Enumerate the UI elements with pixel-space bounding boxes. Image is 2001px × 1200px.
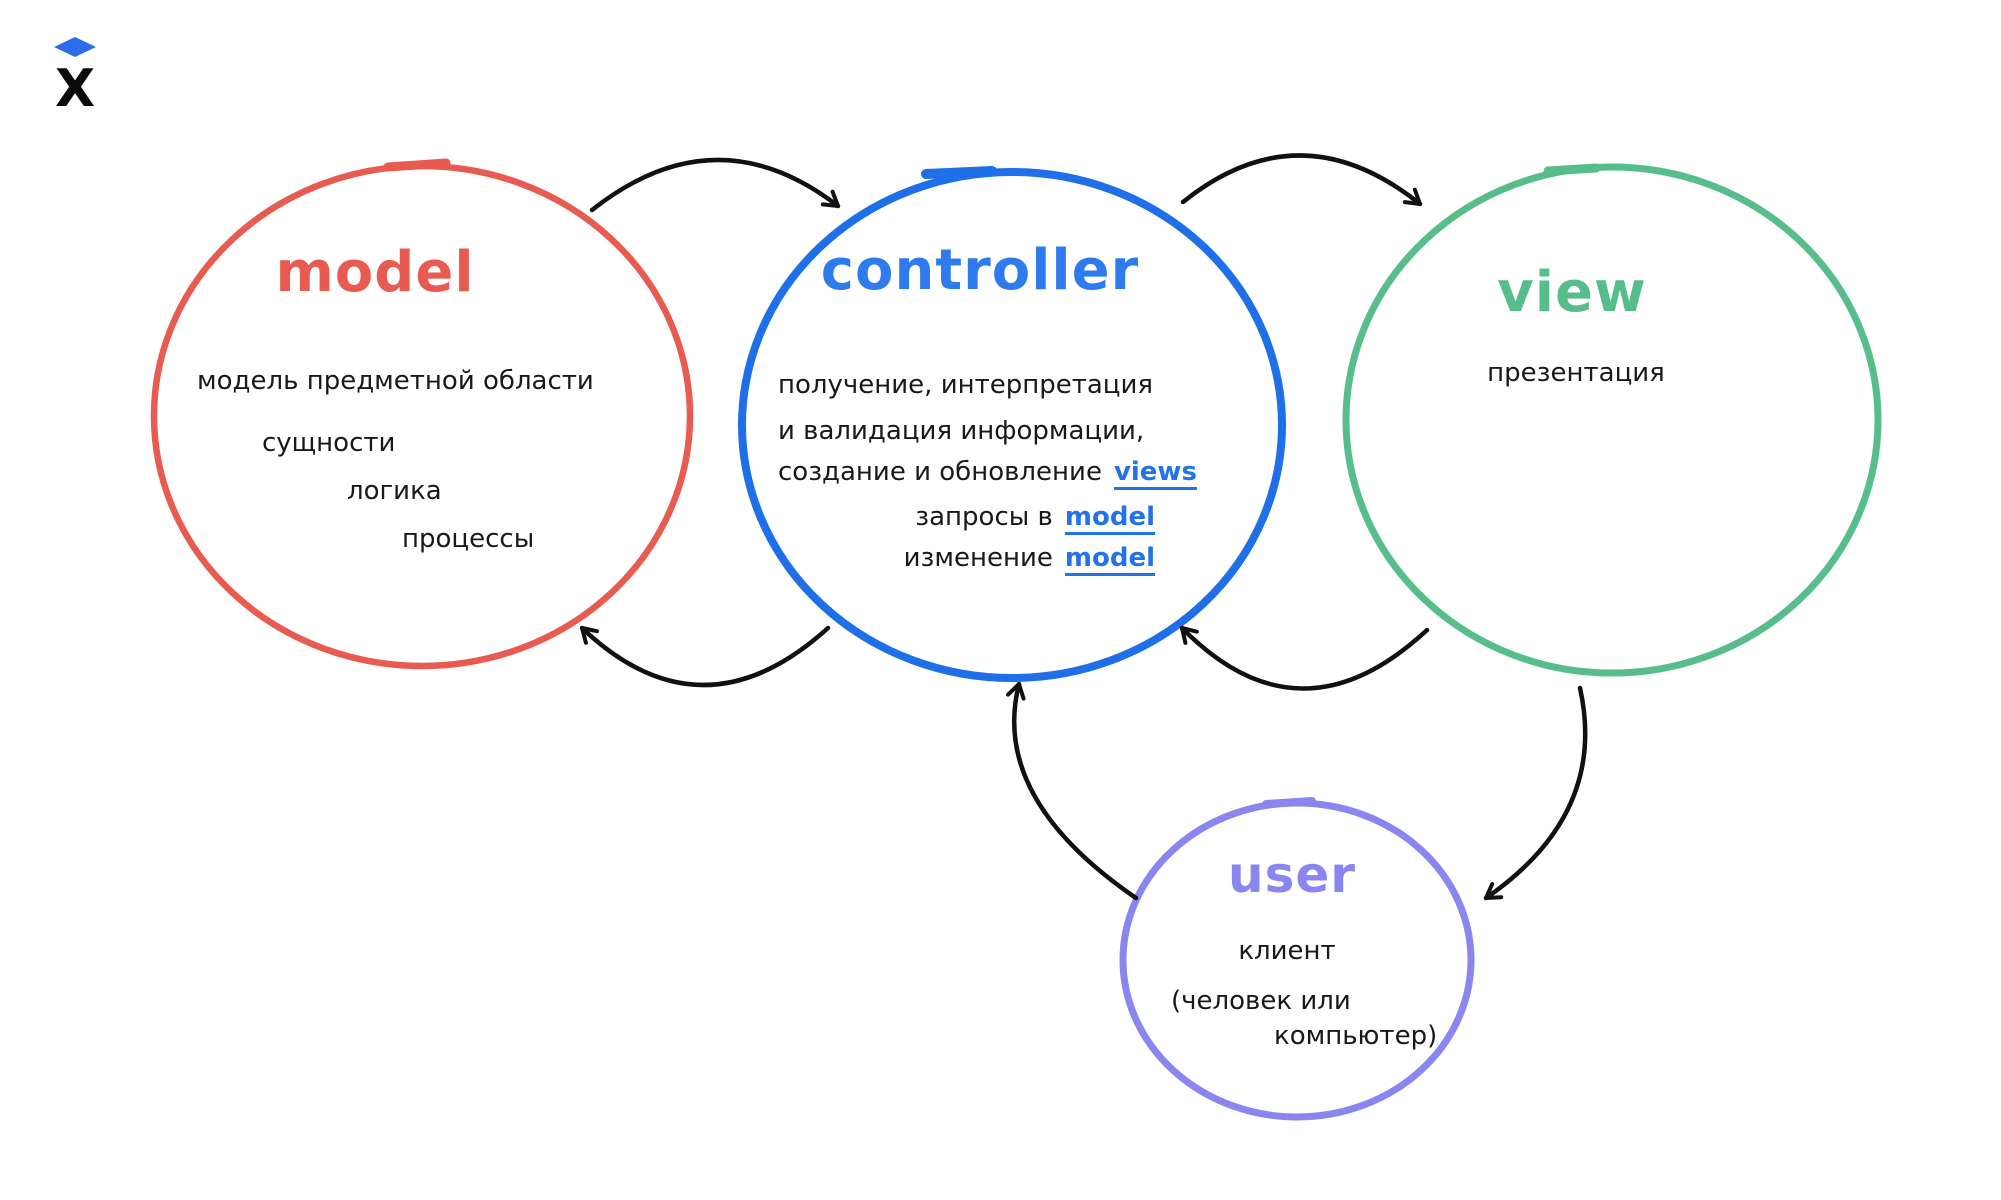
view-line: презентация xyxy=(1487,358,1665,388)
model-title: model xyxy=(275,240,475,305)
controller-title: controller xyxy=(820,238,1140,303)
user-line: (человек или xyxy=(1171,986,1351,1016)
controller-line-text: получение, интерпретация xyxy=(778,370,1154,400)
view-title: view xyxy=(1497,260,1647,325)
model-line: модель предметной области xyxy=(197,366,594,396)
controller-line: и валидация информации, xyxy=(778,416,1144,446)
controller-line: создание и обновление views xyxy=(778,457,1197,491)
arrow-view-to-user xyxy=(1483,685,1588,901)
arrow-controller-to-view xyxy=(1180,153,1423,207)
user-circle-stroke-overlap xyxy=(1262,797,1316,808)
model-line: сущности xyxy=(262,428,396,458)
controller-line: изменение model xyxy=(903,543,1155,577)
hexlet-logo: X xyxy=(54,37,96,118)
views-link[interactable]: views xyxy=(1113,458,1197,491)
view-circle xyxy=(1342,163,1882,677)
controller-line-text: создание и обновление xyxy=(778,457,1102,487)
controller-line-text: и валидация информации, xyxy=(778,416,1145,446)
logo-letter: X xyxy=(55,59,95,118)
user-title: user xyxy=(1228,846,1356,904)
model-link[interactable]: model xyxy=(1064,544,1155,577)
arrow-model-to-controller xyxy=(589,157,841,213)
controller-circle xyxy=(738,168,1286,682)
arrow-controller-to-model xyxy=(579,625,831,688)
model-line: процессы xyxy=(402,524,535,554)
logo-diamond-icon xyxy=(54,37,96,57)
arrow-user-to-controller xyxy=(1006,681,1139,901)
model-circle-stroke-overlap xyxy=(383,158,451,172)
controller-line: получение, интерпретация xyxy=(778,370,1153,400)
controller-circle-stroke-overlap xyxy=(921,166,997,179)
controller-line: запросы в model xyxy=(915,502,1155,536)
user-line: клиент xyxy=(1238,936,1336,966)
model-link[interactable]: model xyxy=(1064,503,1155,536)
model-line: логика xyxy=(347,476,442,506)
arrow-view-to-controller xyxy=(1179,625,1430,691)
controller-line-text: запросы в xyxy=(915,502,1053,532)
view-circle-stroke-overlap xyxy=(1543,163,1601,176)
controller-line-text: изменение xyxy=(903,543,1053,573)
user-line: компьютер) xyxy=(1274,1021,1438,1051)
